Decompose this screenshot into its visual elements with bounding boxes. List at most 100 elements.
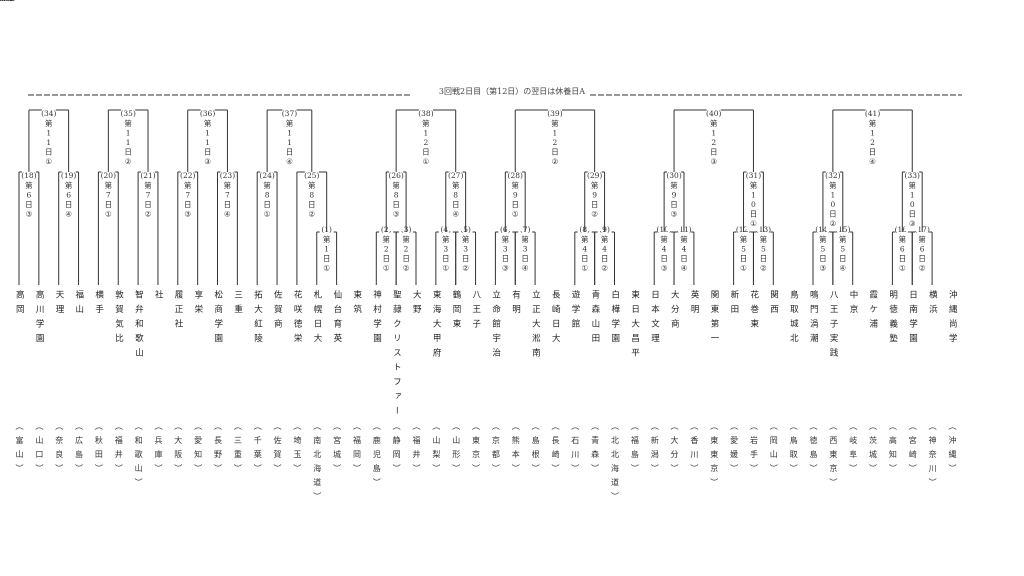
team-name: 享栄: [192, 290, 203, 319]
team-prefecture: （愛媛）: [729, 422, 739, 478]
team-entry: 佐賀商（佐賀）: [268, 290, 287, 510]
team-entry: 高川学園（山口）: [29, 290, 48, 510]
team-prefecture: （大分）: [670, 422, 680, 478]
team-name: 神村学園: [371, 290, 382, 348]
game-number: (19): [61, 171, 76, 180]
team-entry: 敦賀気比（福井）: [109, 290, 128, 510]
game-number: (35): [120, 109, 135, 118]
game-number: (40): [706, 109, 721, 118]
team-name: 八王子実践: [828, 290, 839, 363]
game-number: (27): [448, 171, 463, 180]
team-name: 高岡: [14, 290, 25, 319]
team-prefecture: （福井）: [412, 422, 421, 478]
team-name: 八王子: [470, 290, 481, 334]
team-entry: 明徳義塾（高知）: [883, 290, 902, 510]
team-name: 横手: [93, 290, 104, 319]
team-prefecture: （三重）: [233, 422, 243, 478]
team-name: 仙台育英: [331, 290, 342, 348]
game-number: (28): [508, 171, 523, 180]
team-prefecture: （沖縄）: [947, 422, 957, 478]
game-number: (36): [200, 109, 215, 118]
team-entry: 青森山田 （青森）: [585, 290, 604, 510]
team-name: 天理: [53, 290, 64, 319]
game-number: (31): [746, 171, 761, 180]
team-name: 福山: [73, 290, 84, 319]
team-entry: 社（兵庫）: [148, 290, 167, 510]
team-name: 沖縄尚学: [947, 290, 958, 348]
team-prefecture: （西東京）: [828, 422, 838, 492]
team-prefecture: （京都）: [491, 422, 501, 478]
team-name: 鳥取城北: [788, 290, 799, 348]
rest-day-note-text: 3回戦2日目（第12日）の翌日は休養日A: [434, 87, 590, 96]
team-entry: 福山 （広島）: [69, 290, 88, 510]
team-prefecture: （徳島）: [809, 422, 818, 478]
game-number: (41): [865, 109, 880, 118]
team-name: 三重: [232, 290, 243, 319]
team-entry: 関東第一 （東東京）: [704, 290, 723, 510]
game-label: (18)第6日③第6日③: [0, 0, 37, 231]
team-entry: 有明（熊本）: [506, 290, 525, 510]
team-prefecture: （福井）: [114, 422, 124, 478]
team-prefecture: （千葉）: [253, 422, 263, 478]
team-prefecture: （南北海道）: [312, 422, 322, 506]
team-entry: 大野（福井）: [407, 290, 426, 510]
team-name: 新田: [728, 290, 739, 319]
team-entry: 横浜（神奈川）: [923, 290, 942, 510]
team-prefecture: （鳥取）: [789, 422, 799, 478]
team-prefecture: （長野）: [213, 422, 223, 478]
team-entry: 花巻東 （岩手）: [744, 290, 763, 510]
game-label: (38)第12日①第12日①: [0, 0, 434, 169]
team-prefecture: （青森）: [590, 422, 600, 478]
team-prefecture: （東東京）: [709, 422, 719, 492]
team-prefecture: （長崎）: [550, 422, 560, 478]
team-name: 東日大昌平: [629, 290, 640, 363]
game-label: (12)第5日①第5日①: [0, 0, 751, 285]
game-number: (38): [418, 109, 433, 118]
game-number: (25): [304, 171, 319, 180]
rest-day-note: 3回戦2日目（第12日）の翌日は休養日A: [0, 86, 1024, 97]
team-name: 社: [153, 290, 164, 305]
team-prefecture: （宮崎）: [908, 422, 918, 478]
team-entry: 東海大甲府（山梨）: [426, 290, 445, 510]
game-label: (10)第4日③第4日③: [0, 0, 672, 285]
game-day: 第6日③第6日③: [0, 0, 33, 219]
team-entry: 大分商（大分）: [665, 290, 684, 510]
team-entry: 札幌日大（南北海道）: [307, 290, 326, 510]
team-prefecture: （鹿児島）: [372, 422, 382, 492]
team-entry: 長崎日大（長崎）: [545, 290, 564, 510]
game-day: 第12日③第12日③: [0, 0, 718, 166]
game-number: (20): [101, 171, 116, 180]
team-prefecture: （秋田）: [94, 422, 104, 478]
team-name: 花巻東: [748, 290, 759, 334]
game-label: (36)第11日③第11日③: [0, 0, 215, 169]
game-day: 第12日②第12日②: [0, 0, 559, 166]
team-entry: 日本文理（新潟）: [645, 290, 664, 510]
game-number: (30): [666, 171, 681, 180]
team-prefecture: （広島）: [74, 422, 84, 478]
team-prefecture: （福島）: [630, 422, 640, 478]
game-number: (37): [282, 109, 297, 118]
team-entry: 三重 （三重）: [228, 290, 247, 510]
team-prefecture: （高知）: [888, 422, 898, 478]
team-entry: 神村学園 （鹿児島）: [367, 290, 386, 510]
team-entry: 新田 （愛媛）: [724, 290, 743, 510]
team-prefecture: （奈良）: [54, 422, 64, 478]
team-name: 日本文理: [649, 290, 660, 348]
team-prefecture: （岩手）: [749, 422, 759, 478]
team-prefecture: （富山）: [15, 422, 24, 478]
team-name: 拓大紅陵: [252, 290, 263, 348]
game-number: (23): [220, 171, 235, 180]
team-entry: 八王子（東京）: [466, 290, 485, 510]
game-number: (34): [41, 109, 56, 118]
team-name: 青森山田: [589, 290, 600, 348]
team-entry: 霞ケ浦（茨城）: [863, 290, 882, 510]
team-prefecture: （愛知）: [193, 422, 203, 478]
game-number: (18): [21, 171, 36, 180]
team-name: 履正社: [173, 290, 184, 334]
game-number: (33): [905, 171, 920, 180]
game-day: 第11日③第11日③: [0, 0, 212, 166]
team-entry: 東日大昌平 （福島）: [625, 290, 644, 510]
team-entry: 松商学園（長野）: [208, 290, 227, 510]
team-name: 白樺学園: [609, 290, 620, 348]
team-name: 関東第一: [709, 290, 719, 348]
